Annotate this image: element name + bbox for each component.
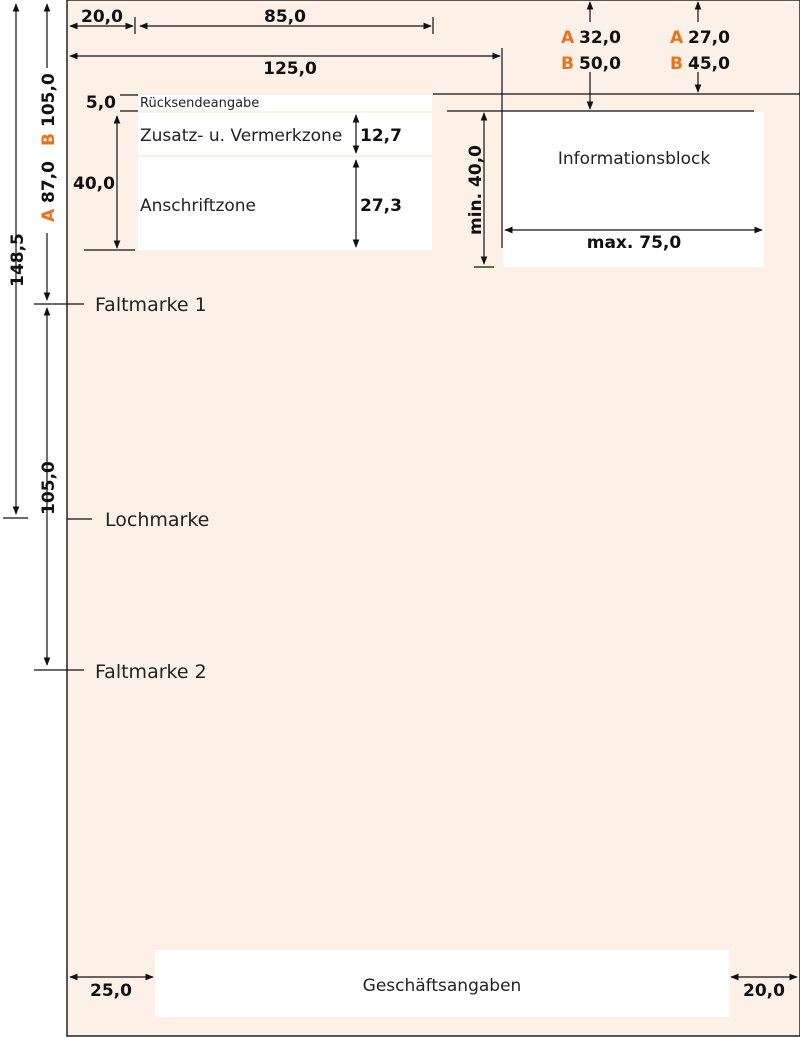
info-label: Informationsblock: [558, 149, 711, 169]
fold-b: 105,0: [39, 73, 59, 127]
fold-variants: A 87,0 B 105,0: [39, 73, 59, 222]
variant-b-label-2: B: [670, 54, 683, 74]
variant-b-label-3: B: [39, 133, 59, 146]
zusatz-label: Zusatz- u. Vermerkzone: [140, 126, 342, 146]
anschrift-label: Anschriftzone: [140, 196, 256, 216]
footer-left: 25,0: [90, 981, 132, 1001]
address-height: 40,0: [73, 174, 115, 194]
dim-105: 105,0: [39, 461, 59, 515]
footer-right: 20,0: [743, 981, 785, 1001]
zusatz-height: 12,7: [360, 126, 402, 146]
anschrift-zone: [138, 157, 432, 250]
footer-label: Geschäftsangaben: [363, 976, 522, 996]
info-min-height: min. 40,0: [466, 145, 486, 235]
variant-a-label-2: A: [670, 28, 684, 48]
info-max-width: max. 75,0: [587, 233, 682, 253]
fold-a: 87,0: [39, 161, 59, 203]
dim-label-125: 125,0: [263, 59, 317, 79]
faltmarke1-label: Faltmarke 1: [95, 294, 207, 316]
dim-148: 148,5: [8, 233, 28, 287]
ruecksende-zone: [138, 95, 432, 111]
line-top-b: 45,0: [688, 54, 730, 74]
info-top-b: 50,0: [579, 54, 621, 74]
dim-label-20: 20,0: [81, 7, 123, 27]
anschrift-height: 27,3: [360, 196, 402, 216]
lochmarke-label: Lochmarke: [105, 509, 209, 531]
variant-a-label-3: A: [39, 208, 59, 222]
dim-label-85: 85,0: [264, 7, 306, 27]
variant-b-label-1: B: [561, 54, 574, 74]
zusatz-zone: [138, 113, 432, 155]
info-block: [503, 112, 764, 267]
variant-a-label-1: A: [561, 28, 575, 48]
info-top-a: 32,0: [579, 28, 621, 48]
footer-zone: [155, 950, 729, 1017]
ruecksende-height: 5,0: [86, 93, 116, 113]
line-top-a: 27,0: [688, 28, 730, 48]
faltmarke2-label: Faltmarke 2: [95, 661, 207, 683]
ruecksende-label: Rücksendeangabe: [140, 96, 259, 111]
